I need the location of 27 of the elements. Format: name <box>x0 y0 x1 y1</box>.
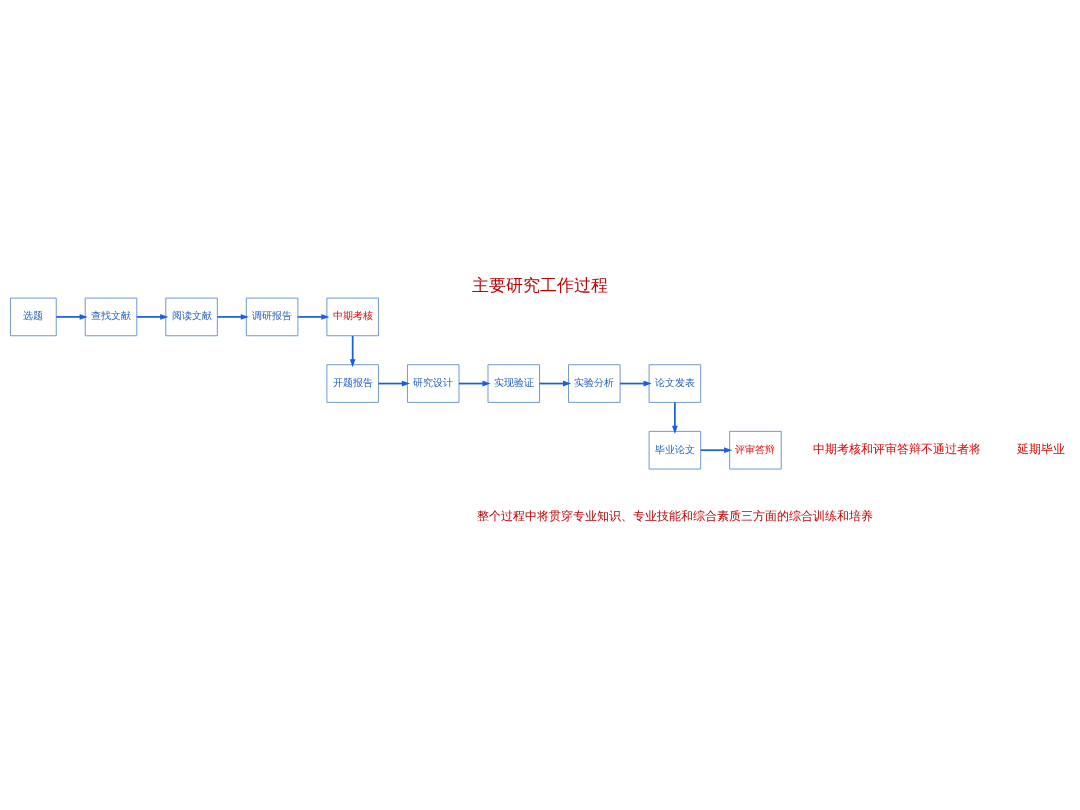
node-box: 调研报告 <box>245 297 299 337</box>
arrow <box>216 314 249 320</box>
arrow <box>297 314 330 320</box>
label: 中期考核和评审答辩不通过者将 <box>812 442 981 457</box>
arrow <box>699 447 733 454</box>
node-box: 研究设计 <box>407 364 460 403</box>
diagram-title: 主要研究工作过程 <box>472 274 608 295</box>
node-box: 阅读文献 <box>165 297 218 337</box>
arrow <box>135 314 169 320</box>
arrow <box>672 401 678 434</box>
label: 延期毕业 <box>1017 443 1066 457</box>
arrow <box>619 380 652 387</box>
arrow <box>538 380 572 387</box>
arrow <box>55 314 88 320</box>
node-box: 查找文献 <box>84 297 138 337</box>
node-box: 实验分析 <box>568 364 621 403</box>
node-box: 评审答辩 <box>729 430 782 470</box>
arrow <box>458 380 491 387</box>
label: 整个过程中将贯穿专业知识、专业技能和综合素质三方面的综合训练和培养 <box>476 508 873 523</box>
arrow <box>377 380 410 387</box>
node-box: 毕业论文 <box>648 430 702 470</box>
node-box: 选题 <box>10 297 57 337</box>
node-box: 开题报告 <box>326 364 379 403</box>
node-box: 论文发表 <box>648 364 702 403</box>
node-box: 中期考核 <box>326 297 379 337</box>
node-box: 实现验证 <box>487 364 540 403</box>
arrow <box>349 335 356 368</box>
